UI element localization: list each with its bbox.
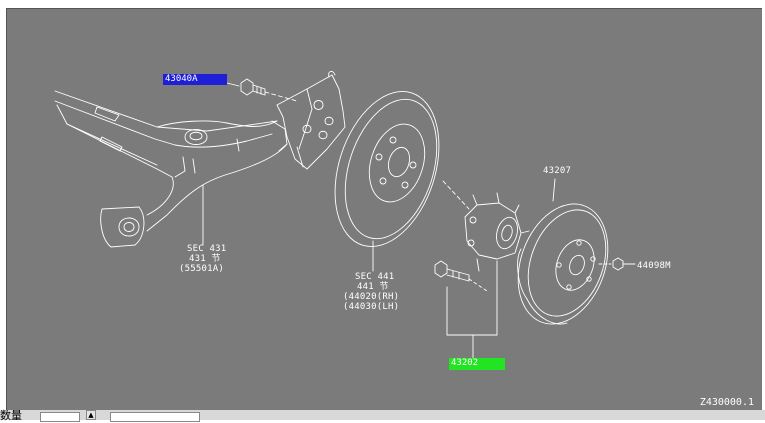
brake-rotor-43207[interactable] [502, 178, 623, 337]
callout-43202-highlight[interactable]: 43202 [449, 358, 505, 370]
svg-text:441 节: 441 节 [357, 281, 389, 292]
hub-bearing-assembly[interactable] [442, 180, 530, 272]
label-sec431[interactable]: SEC 431 431 节 (55501A) [179, 244, 226, 274]
diagram-code: Z430000.1 [699, 397, 754, 408]
window-top-strip [0, 0, 765, 8]
part-number-field[interactable] [110, 412, 200, 422]
label-43207[interactable]: 43207 [543, 166, 571, 176]
exploded-parts-diagram: 43207 44098M SEC 431 431 节 (55501A) SEC … [54, 70, 671, 360]
quantity-label: 数量 [0, 409, 22, 422]
parts-diagram-canvas[interactable]: 43207 44098M SEC 431 431 节 (55501A) SEC … [6, 8, 762, 413]
svg-text:(44020(RH): (44020(RH) [343, 292, 399, 302]
hub-bolt-43202[interactable] [434, 260, 498, 360]
status-bar: 数量 ▲ [0, 409, 765, 422]
label-44098m[interactable]: 44098M [637, 261, 671, 271]
svg-text:(44030(LH): (44030(LH) [343, 302, 399, 312]
svg-text:SEC 441: SEC 441 [355, 272, 394, 282]
svg-text:431 节: 431 节 [189, 253, 221, 264]
callout-43040a-highlight[interactable]: 43040A [163, 74, 227, 85]
quantity-spinner-up-icon[interactable]: ▲ [86, 410, 96, 420]
svg-text:(55501A): (55501A) [179, 264, 224, 274]
label-sec441[interactable]: SEC 441 441 节 (44020(RH) (44030(LH) [343, 272, 399, 312]
brake-backing-plate[interactable] [317, 78, 458, 272]
quantity-input[interactable] [40, 412, 80, 422]
nut-44098m[interactable] [598, 257, 636, 271]
svg-text:SEC 431: SEC 431 [187, 244, 226, 254]
rear-axle-beam[interactable] [54, 90, 304, 248]
bolt-43040a[interactable] [240, 78, 298, 102]
mounting-bracket[interactable] [276, 70, 346, 170]
